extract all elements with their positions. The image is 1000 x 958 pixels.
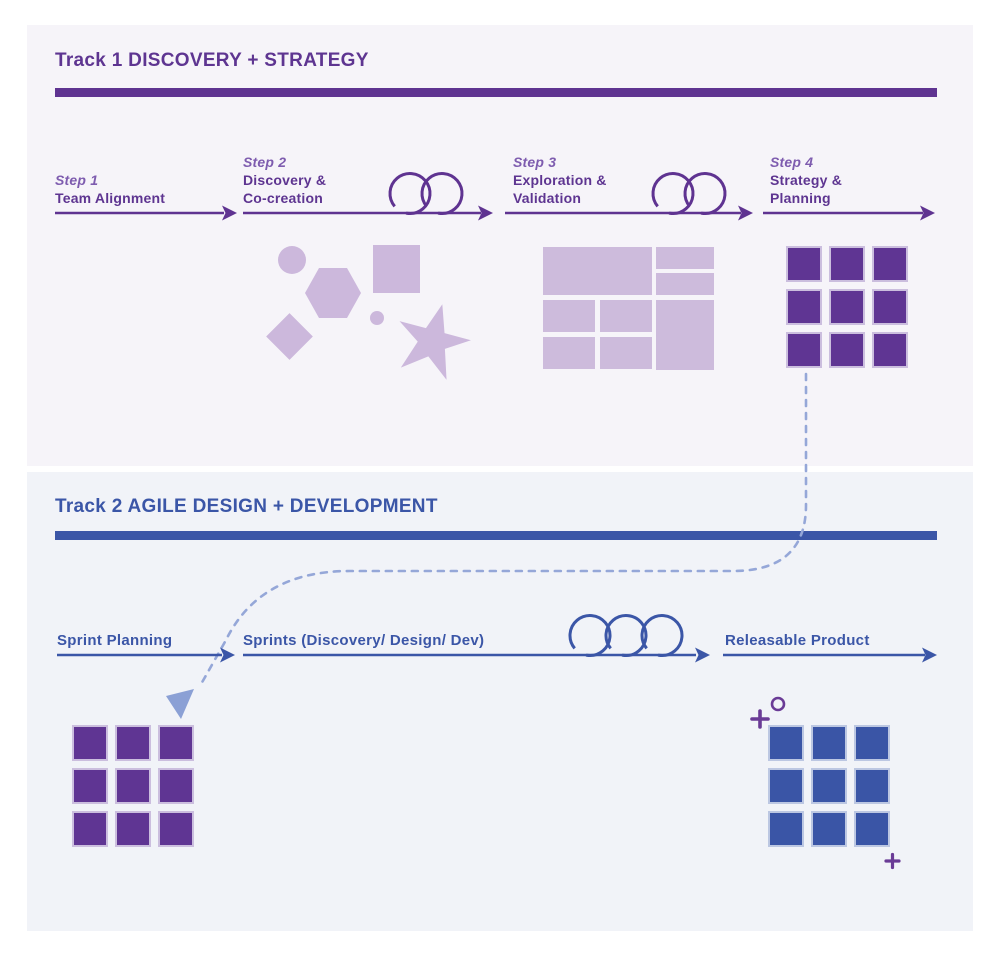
track2-rule xyxy=(55,531,937,540)
track2-title: Track 2 AGILE DESIGN + DEVELOPMENT xyxy=(55,496,438,517)
dot-shape-icon xyxy=(370,311,384,325)
grid-cell xyxy=(768,725,804,761)
grid-cell xyxy=(158,811,194,847)
arrowhead-icon xyxy=(920,205,935,221)
grid-cell xyxy=(786,332,822,368)
square-shape-icon xyxy=(373,245,420,293)
step-3-number: Step 3 xyxy=(513,154,557,170)
arrowhead-icon xyxy=(478,205,493,221)
track1-title: Track 1 DISCOVERY + STRATEGY xyxy=(55,50,369,71)
plus-icon xyxy=(884,852,901,870)
sprints-label: Sprints (Discovery/ Design/ Dev) xyxy=(243,632,485,649)
wireframe-block xyxy=(600,337,652,369)
arrowhead-icon xyxy=(220,647,235,663)
step-1-number: Step 1 xyxy=(55,172,99,188)
grid-cell xyxy=(72,811,108,847)
circle-shape-icon xyxy=(278,246,306,274)
grid-cell xyxy=(786,246,822,282)
step-4-name-line1: Strategy & xyxy=(770,172,843,188)
grid-cell xyxy=(872,332,908,368)
grid-cell xyxy=(811,768,847,804)
grid-cell xyxy=(786,289,822,325)
track2-flow xyxy=(57,614,925,657)
grid-cell xyxy=(72,768,108,804)
arrowhead-icon xyxy=(222,205,237,221)
circle-outline-icon xyxy=(770,696,786,712)
track1-rule xyxy=(55,88,937,97)
wireframe-block xyxy=(543,300,595,332)
releasable-product-grid-icon xyxy=(768,725,890,847)
grid-cell xyxy=(768,811,804,847)
step-2-name-line1: Discovery & xyxy=(243,172,327,188)
wireframe-block xyxy=(543,247,652,295)
grid-cell xyxy=(811,811,847,847)
iteration-loop-icon xyxy=(388,172,464,215)
grid-cell xyxy=(811,725,847,761)
wireframe-block xyxy=(656,273,714,295)
step-2-label: Step 2 Discovery & Co-creation xyxy=(243,153,326,207)
step-1-label: Step 1 Team Alignment xyxy=(55,171,165,207)
grid-cell xyxy=(72,725,108,761)
grid-cell xyxy=(768,768,804,804)
grid-cell xyxy=(829,332,865,368)
track2-arrowheads xyxy=(220,647,937,663)
grid-cell xyxy=(158,725,194,761)
grid-cell xyxy=(829,289,865,325)
step-2-name-line2: Co-creation xyxy=(243,190,323,206)
grid-cell xyxy=(115,811,151,847)
wireframe-block xyxy=(600,300,652,332)
wireframe-block xyxy=(543,337,595,369)
wireframe-block xyxy=(656,247,714,269)
track1-arrowheads xyxy=(222,205,935,221)
grid-cell xyxy=(872,246,908,282)
grid-cell xyxy=(854,725,890,761)
releasable-product-label: Releasable Product xyxy=(725,632,870,649)
grid-cell xyxy=(854,768,890,804)
step-1-name: Team Alignment xyxy=(55,190,166,206)
step-3-label: Step 3 Exploration & Validation xyxy=(513,153,607,207)
sprint-planning-label: Sprint Planning xyxy=(57,632,173,649)
step-3-name-line1: Exploration & xyxy=(513,172,607,188)
plus-icon xyxy=(750,709,770,729)
wireframe-block xyxy=(656,300,714,370)
step-3-name-line2: Validation xyxy=(513,190,582,206)
step-4-name-line2: Planning xyxy=(770,190,831,206)
hexagon-shape-icon xyxy=(305,268,361,318)
sprint-backlog-grid-icon xyxy=(72,725,194,847)
track1-flow xyxy=(55,172,923,215)
grid-cell xyxy=(115,768,151,804)
grid-cell xyxy=(854,811,890,847)
dashed-connector-icon xyxy=(198,372,808,688)
grid-cell xyxy=(158,768,194,804)
grid-cell xyxy=(829,246,865,282)
arrowhead-icon xyxy=(738,205,753,221)
step-4-label: Step 4 Strategy & Planning xyxy=(770,153,842,207)
grid-cell xyxy=(115,725,151,761)
track1-panel xyxy=(27,25,973,466)
arrowhead-icon xyxy=(695,647,710,663)
step-4-number: Step 4 xyxy=(770,154,814,170)
grid-cell xyxy=(872,289,908,325)
connector-arrowhead-icon xyxy=(166,689,194,719)
strategy-grid-icon xyxy=(786,246,908,368)
step-2-number: Step 2 xyxy=(243,154,287,170)
arrowhead-icon xyxy=(922,647,937,663)
